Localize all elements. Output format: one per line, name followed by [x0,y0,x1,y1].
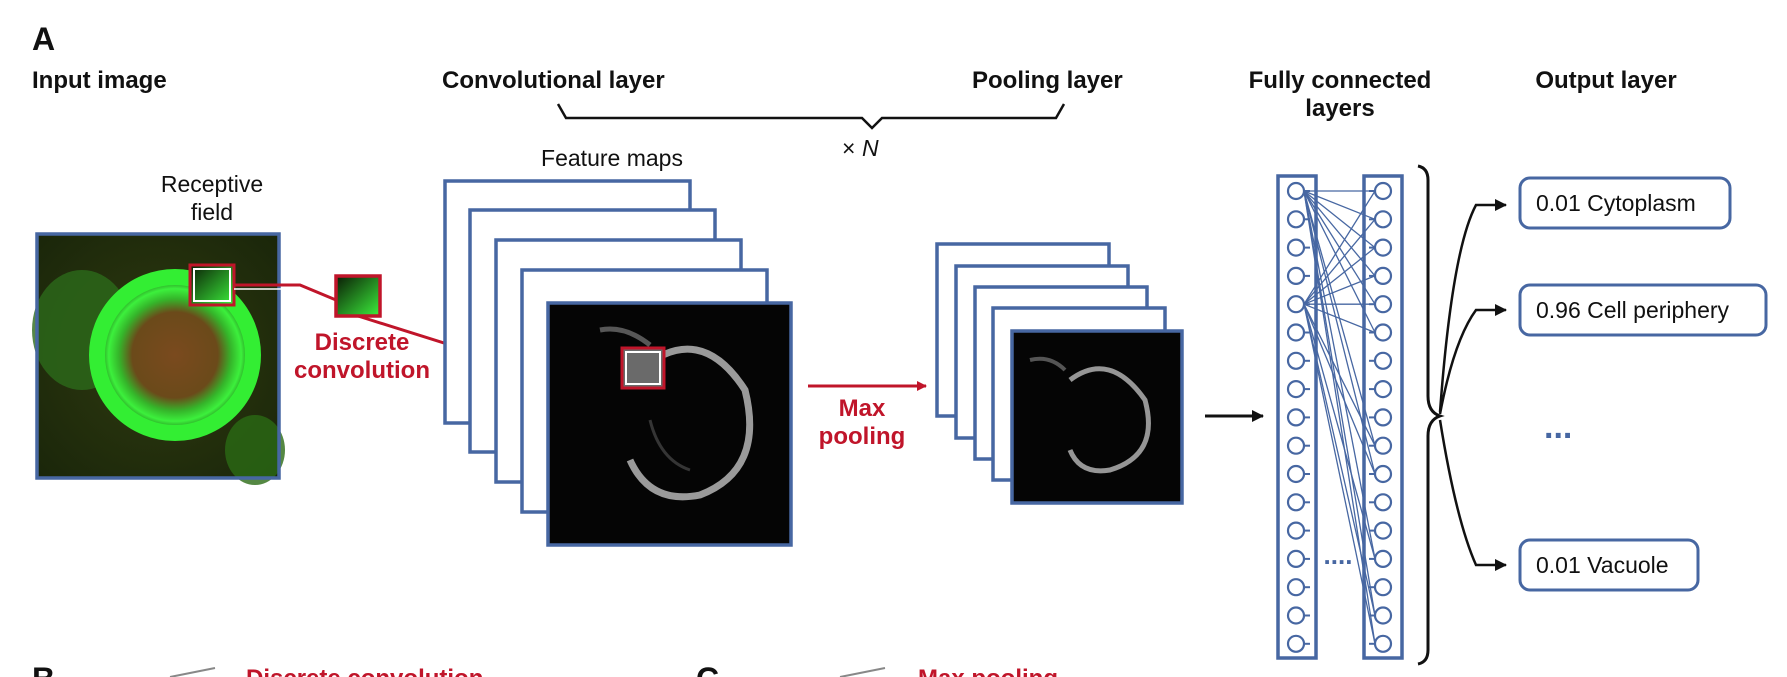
fc-node-layer2 [1373,493,1393,512]
discrete-convolution-line2: convolution [294,357,430,384]
header-fc-line1: Fully connected [1249,67,1432,94]
fc-node-layer2 [1373,380,1393,399]
fc-node-layer1 [1286,295,1306,314]
fc-connection [1303,303,1376,334]
header-output-layer: Output layer [1535,67,1676,94]
repeat-bracket [556,103,1066,130]
fc-node-layer2 [1373,436,1393,455]
pooled-map-front [1010,329,1184,505]
output-arrow-1 [1438,199,1507,413]
receptive-field-line1: Receptive [161,171,263,197]
fc-node-layer2 [1373,238,1393,257]
receptive-field-box [188,263,236,307]
fc-node-layer2 [1373,210,1393,229]
output-brace [1417,164,1445,666]
fc-connection [1303,303,1376,446]
panel-label-c: C [696,661,719,677]
fc-ellipsis: .... [1324,540,1353,570]
feature-map-front [546,301,793,547]
fc-node-layer1 [1286,634,1306,653]
repeat-times: × [842,135,855,161]
repeat-var: N [862,135,879,161]
fc-node-layer1 [1286,210,1306,229]
fully-connected-layers: .... [1276,174,1404,660]
fc-connection [1303,190,1376,220]
fc-connection [1303,247,1376,305]
discrete-convolution-line1: Discrete [315,329,410,356]
fc-node-layer2 [1373,266,1393,285]
svg-text:0.96 Cell periphery: 0.96 Cell periphery [1536,297,1730,323]
output-ellipsis: ... [1544,408,1572,446]
svg-text:0.01 Vacuole: 0.01 Vacuole [1536,552,1669,578]
panel-label-a: A [32,21,55,57]
fc-node-layer2 [1373,323,1393,342]
fc-node-layer1 [1286,351,1306,370]
fc-node-layer1 [1286,266,1306,285]
fc-node-layer1 [1286,493,1306,512]
pooled-map-stack [935,242,1184,505]
fc-connection [1303,218,1376,305]
fc-connection [1303,304,1376,644]
fc-node-layer2 [1373,181,1393,201]
fc-nodes [1286,181,1393,653]
feature-map-stack [443,179,793,547]
panel-c-title: Max pooling [918,665,1058,677]
fc-node-layer2 [1373,464,1393,484]
fc-node-layer2 [1373,578,1393,597]
fc-connections [1303,190,1376,644]
fc-connection [1303,304,1376,616]
output-arrow-2 [1438,304,1507,415]
fc-connection [1303,190,1376,305]
fc-connection [1303,190,1376,475]
fc-node-layer2 [1373,351,1393,370]
fc-node-layer1 [1286,464,1306,484]
fc-node-layer1 [1286,181,1306,201]
fc-node-layer2 [1373,295,1393,314]
fc-node-layer1 [1286,380,1306,399]
output-item-cell-periphery: 0.96 Cell periphery [1518,283,1768,337]
feature-receptive-box [620,346,666,390]
fc-node-layer1 [1286,521,1306,540]
fc-node-layer1 [1286,408,1306,427]
fc-node-layer1 [1286,436,1306,455]
fc-connection [1303,190,1376,277]
fc-node-layer2 [1373,549,1393,569]
fc-node-layer2 [1373,606,1393,625]
input-image [32,232,285,485]
receptive-field-line2: field [191,199,233,225]
feature-maps-label: Feature maps [541,145,683,171]
fc-connection [1303,304,1376,560]
fc-node-layer1 [1286,238,1306,257]
fc-connection [1303,275,1376,305]
fc-connection [1303,303,1376,475]
output-item-cytoplasm: 0.01 Cytoplasm [1518,176,1732,230]
header-input-image: Input image [32,67,167,94]
header-pooling-layer: Pooling layer [972,67,1123,94]
output-arrow-3 [1438,419,1507,571]
fc-node-layer2 [1373,634,1393,653]
fc-node-layer2 [1373,408,1393,427]
header-fc-line2: layers [1305,95,1374,122]
fc-node-layer1 [1286,323,1306,342]
header-convolutional-layer: Convolutional layer [442,67,665,94]
fc-node-layer1 [1286,549,1306,569]
fc-connection [1303,190,1376,249]
svg-text:0.01 Cytoplasm: 0.01 Cytoplasm [1536,190,1696,216]
max-pooling-line2: pooling [819,423,906,450]
fc-connection [1303,190,1376,644]
zoomed-patch [334,274,382,318]
fc-connection [1303,190,1376,616]
fc-node-layer1 [1286,606,1306,625]
output-item-vacuole: 0.01 Vacuole [1518,538,1700,592]
fc-node-layer2 [1373,521,1393,540]
max-pooling-line1: Max [839,395,886,422]
fc-node-layer1 [1286,578,1306,597]
panel-label-b: B [32,661,55,677]
panel-b-title: Discrete convolution [246,665,483,677]
